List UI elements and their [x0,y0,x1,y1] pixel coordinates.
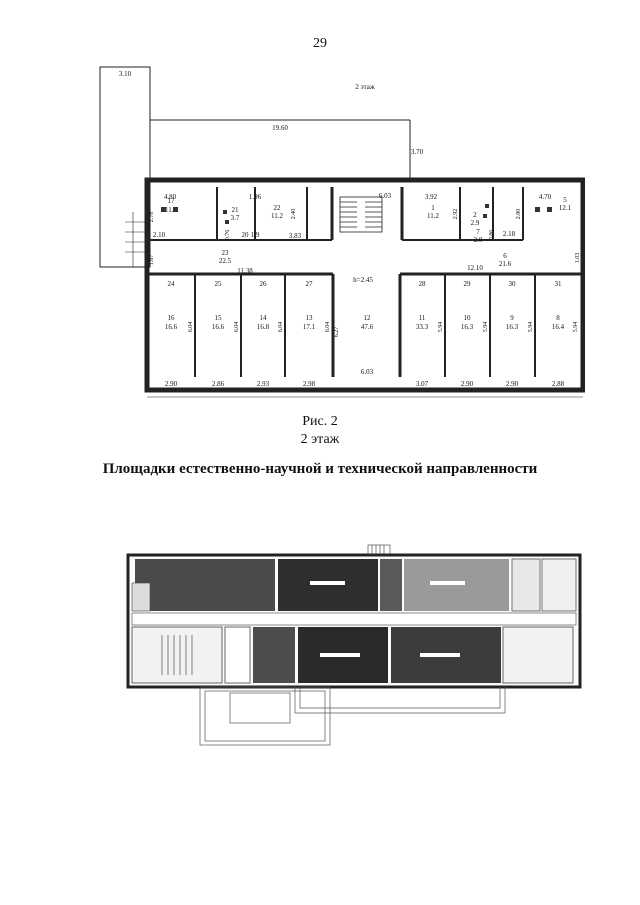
dim-left-ext: 2.78 [149,212,155,223]
room-5-num: 5 [563,196,567,204]
room-tag: 25 [215,280,223,288]
dim-r5-width: 4.70 [539,193,552,201]
room-7-num: 7 [476,228,480,236]
room-depth: 5.94 [438,322,444,333]
room-num: 16 [168,314,176,322]
room-area: 16.3 [506,323,519,331]
bottom-width: 2.88 [552,380,565,388]
dim-left-ext2: 1.67 [149,255,155,266]
dim-corridor-right: 12.10 [467,264,483,272]
room-22-area: 11.2 [271,212,283,220]
room-tag: 29 [464,280,472,288]
dim-corridor-left: 11.38 [237,267,253,275]
room-6-area: 21.6 [499,260,512,268]
floor-label: 2 этаж [355,83,375,91]
dim-r5: 2.80 [516,209,522,220]
ceiling-height: h=2.45 [353,276,373,284]
room-2-num: 2 [473,211,477,219]
dim-r20b: 0.86 [489,230,495,241]
room-tag: 27 [306,280,314,288]
dim-height-right: 3.70 [411,148,424,156]
room-area: 17.1 [303,323,316,331]
figure-subcaption: 2 этаж [300,432,340,447]
dim-r21: 0.76 [225,230,231,241]
room-num: 11 [419,314,426,322]
dim-right-ext: 1.03 [575,253,581,264]
room-21-num: 21 [232,206,240,214]
room-21-area: 3.7 [231,214,240,222]
room-6-num: 6 [503,252,507,260]
room-tag: 28 [419,280,427,288]
room-1-num: 1 [431,204,435,212]
room-num: 10 [464,314,472,322]
room-num: 14 [260,314,268,322]
page-number: 29 [313,36,327,51]
room-depth: 5.94 [528,322,534,333]
room-depth: 5.94 [483,322,489,333]
room-tag: 31 [555,280,563,288]
bottom-width: 3.07 [416,380,429,388]
dim-r3-width: 1.96 [249,193,262,201]
hall-area: 47.6 [361,323,374,331]
room-23-num: 23 [222,249,230,257]
bottom-width: 2.90 [165,380,178,388]
room-tag: 24 [168,280,176,288]
bottom-width: 2.98 [303,380,316,388]
room-20-area: 1.9 [251,231,260,239]
hall-num: 12 [364,314,372,322]
room-area: 16.4 [552,323,565,331]
room-tag: 26 [260,280,268,288]
room-1-area: 11.2 [427,212,439,220]
room-area: 33.3 [416,323,429,331]
bottom-width: 2.93 [257,380,270,388]
bottom-width: 2.90 [461,380,474,388]
dim-mid: 3.83 [289,232,302,240]
dim-annex-width: 3.10 [119,70,132,78]
room-depth: 6.04 [234,322,240,333]
room-23-area: 22.5 [219,257,232,265]
section-heading: Площадки естественно-научной и техническ… [102,461,538,477]
dim-outer-width: 19.60 [272,124,288,132]
dim-stair-width: 6.03 [379,192,392,200]
room-num: 13 [306,314,314,322]
hall-depth: 6.27 [334,327,340,338]
room-depth: 6.04 [278,322,284,333]
room-17-area: 11.9 [165,206,177,214]
room-area: 16.3 [461,323,474,331]
floor-plan-2nd-floor: 3.10 2 этаж 19.60 3.70 4.80 1.96 6.03 3.… [99,66,585,398]
dim-r7-width: 3.92 [425,193,438,201]
room-22-num: 22 [274,204,282,212]
room-17-num: 17 [168,197,176,205]
bottom-width: 2.90 [506,380,519,388]
figure-caption: Рис. 2 [302,414,338,429]
dim-r4-width: 4.80 [164,193,177,201]
dim-r7: 2.92 [453,209,459,220]
room-num: 15 [215,314,223,322]
room-num: 9 [510,314,514,322]
floor-plan-science-areas [126,544,582,746]
dim-r22: 2.40 [291,209,297,220]
room-2-area: 2.9 [471,219,480,227]
room-area: 16.6 [165,323,178,331]
dim-wc: 2.10 [153,231,166,239]
room-20-num: 20 [242,231,250,239]
room-num: 8 [556,314,560,322]
room-area: 16.6 [212,323,225,331]
room-area: 16.8 [257,323,270,331]
dim-r20: 2.18 [503,230,516,238]
room-depth: 5.94 [573,322,579,333]
room-5-area: 12.1 [559,204,572,212]
bottom-width: 2.86 [212,380,225,388]
dim-bottom-center: 6.03 [361,368,374,376]
room-depth: 6.04 [188,322,194,333]
room-7-area: 2.0 [474,236,483,244]
room-tag: 30 [509,280,517,288]
room-depth: 6.04 [325,322,331,333]
